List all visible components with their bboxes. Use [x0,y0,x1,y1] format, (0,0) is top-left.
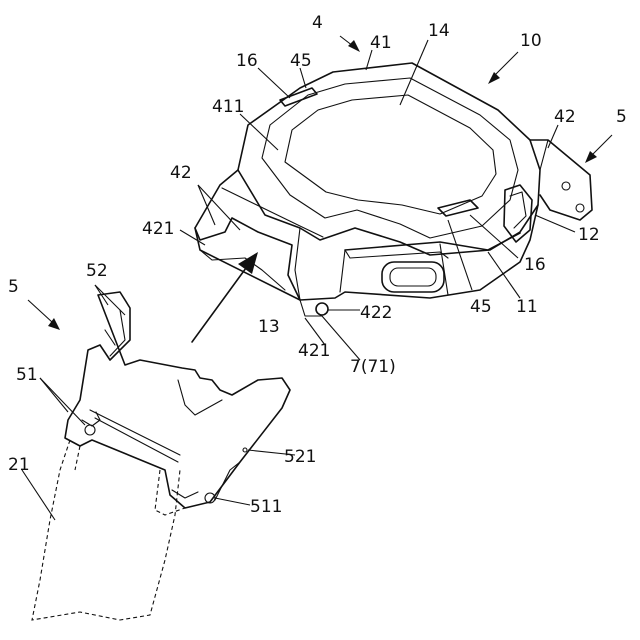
label-42-right: 42 [554,107,576,127]
watch-case-body [195,63,592,316]
label-4: 4 [312,13,323,33]
label-511: 511 [250,497,282,517]
label-51: 51 [16,365,38,385]
label-411: 411 [212,97,244,117]
label-21: 21 [8,455,30,475]
label-7-71: 7(71) [350,357,396,377]
label-421-bottom: 421 [298,341,330,361]
label-5-left: 5 [8,277,19,297]
label-421-left: 421 [142,219,174,239]
label-45-bottom: 45 [470,297,492,317]
label-42-left: 42 [170,163,192,183]
label-521: 521 [284,447,316,467]
label-16-right: 16 [524,255,546,275]
label-16-top: 16 [236,51,258,71]
label-41: 41 [370,33,392,53]
label-422: 422 [360,303,392,323]
label-12: 12 [578,225,600,245]
label-45-top: 45 [290,51,312,71]
reference-numerals: 4 41 14 10 16 45 411 42 5 42 421 12 16 5… [8,13,627,517]
label-5-right: 5 [616,107,627,127]
label-11: 11 [516,297,538,317]
label-10: 10 [520,31,542,51]
label-13: 13 [258,317,280,337]
band-strap-dashed [32,440,185,620]
band-connector [65,292,290,508]
label-14: 14 [428,21,450,41]
reference-arrows [28,36,612,330]
label-52: 52 [86,261,108,281]
assembly-arrow [192,252,258,342]
